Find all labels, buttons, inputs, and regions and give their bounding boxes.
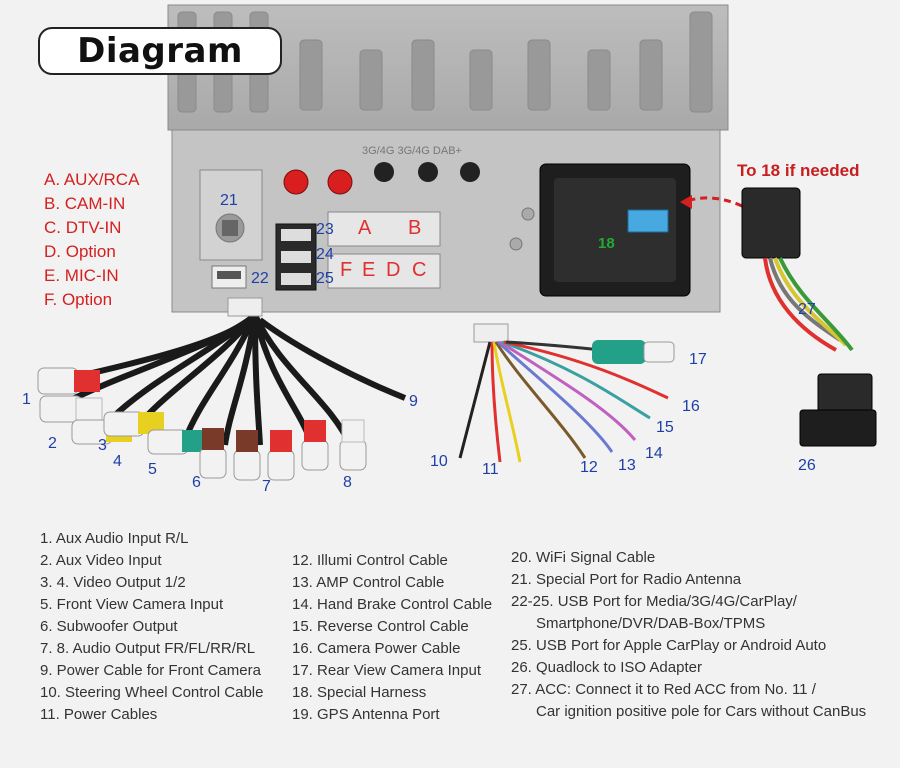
legend-item: Car ignition positive pole for Cars with… (511, 701, 866, 723)
legend-item: 22-25. USB Port for Media/3G/4G/CarPlay/ (511, 591, 866, 613)
port-top-text: 3G/4G 3G/4G DAB+ (362, 145, 462, 157)
diagram-title: Diagram (77, 31, 243, 71)
legend-item: 27. ACC: Connect it to Red ACC from No. … (511, 679, 866, 701)
legend-item: Smartphone/DVR/DAB-Box/TPMS (511, 613, 866, 635)
label-12: 12 (580, 459, 598, 477)
label-17: 17 (689, 351, 707, 369)
legend-item: 7. 8. Audio Output FR/FL/RR/RL (40, 638, 263, 660)
legend-item: 6. Subwoofer Output (40, 616, 263, 638)
label-24: 24 (316, 246, 334, 264)
legend-item: 2. Aux Video Input (40, 550, 263, 572)
legend-item: 1. Aux Audio Input R/L (40, 528, 263, 550)
legend-item: 25. USB Port for Apple CarPlay or Androi… (511, 635, 866, 657)
legend-item: 18. Special Harness (292, 682, 492, 704)
power-cable-bundle (460, 324, 674, 462)
legend-item: 12. Illumi Control Cable (292, 550, 492, 572)
letter-b: B (408, 217, 421, 240)
label-4: 4 (113, 453, 122, 471)
label-23: 23 (316, 221, 334, 239)
port-label: D. Option (44, 240, 139, 264)
port-label: E. MIC-IN (44, 264, 139, 288)
legend-item: 11. Power Cables (40, 704, 263, 726)
label-9: 9 (409, 393, 418, 411)
callout-to-18: To 18 if needed (737, 161, 860, 181)
port-label: B. CAM-IN (44, 192, 139, 216)
legend-item: 10. Steering Wheel Control Cable (40, 682, 263, 704)
legend-item: 17. Rear View Camera Input (292, 660, 492, 682)
legend-item: 26. Quadlock to ISO Adapter (511, 657, 866, 679)
label-6: 6 (192, 474, 201, 492)
legend-item: 14. Hand Brake Control Cable (292, 594, 492, 616)
legend-item: 5. Front View Camera Input (40, 594, 263, 616)
legend-item: 21. Special Port for Radio Antenna (511, 569, 866, 591)
label-21: 21 (220, 192, 238, 210)
diagram-title-box: Diagram (38, 27, 282, 75)
label-16: 16 (682, 398, 700, 416)
label-10: 10 (430, 453, 448, 471)
legend-item: 3. 4. Video Output 1/2 (40, 572, 263, 594)
legend-item: 15. Reverse Control Cable (292, 616, 492, 638)
label-13: 13 (618, 457, 636, 475)
label-1: 1 (22, 391, 31, 409)
label-14: 14 (645, 445, 663, 463)
label-18: 18 (598, 235, 615, 252)
legend-item: 16. Camera Power Cable (292, 638, 492, 660)
label-7: 7 (262, 478, 271, 496)
port-label: C. DTV-IN (44, 216, 139, 240)
port-label: F. Option (44, 288, 139, 312)
label-8: 8 (343, 474, 352, 492)
letter-a: A (358, 217, 371, 240)
legend-item: 9. Power Cable for Front Camera (40, 660, 263, 682)
label-3: 3 (98, 437, 107, 455)
port-label: A. AUX/RCA (44, 168, 139, 192)
label-22: 22 (251, 270, 269, 288)
legend-item: 20. WiFi Signal Cable (511, 547, 866, 569)
label-15: 15 (656, 419, 674, 437)
legend-column-3: 20. WiFi Signal Cable 21. Special Port f… (511, 547, 866, 723)
letter-e: E (362, 259, 375, 282)
label-2: 2 (48, 435, 57, 453)
label-11: 11 (482, 461, 499, 479)
label-25: 25 (316, 270, 334, 288)
label-26: 26 (798, 457, 816, 475)
legend-item: 19. GPS Antenna Port (292, 704, 492, 726)
letter-f: F (340, 259, 352, 282)
legend-item: 13. AMP Control Cable (292, 572, 492, 594)
rca-cable-bundle (38, 298, 405, 480)
label-5: 5 (148, 461, 157, 479)
letter-c: C (412, 259, 426, 282)
label-27: 27 (798, 301, 816, 319)
port-label-list: A. AUX/RCA B. CAM-IN C. DTV-IN D. Option… (44, 168, 139, 312)
legend-column-2: 12. Illumi Control Cable 13. AMP Control… (292, 550, 492, 726)
letter-d: D (386, 259, 400, 282)
legend-column-1: 1. Aux Audio Input R/L 2. Aux Video Inpu… (40, 528, 263, 726)
